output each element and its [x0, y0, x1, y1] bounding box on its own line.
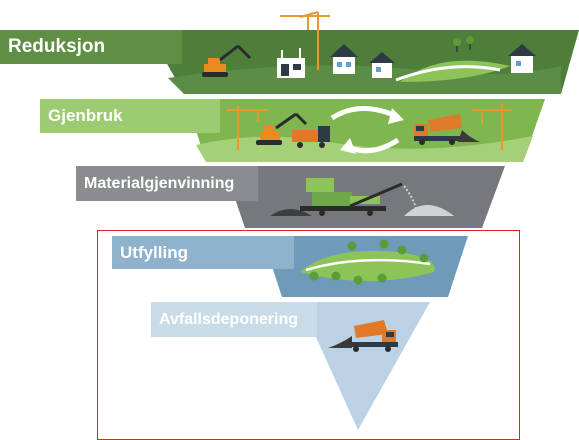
- road: [395, 65, 501, 82]
- excavator-icon: [256, 112, 308, 145]
- tower-crane-icon: [226, 106, 268, 150]
- crusher-machine-icon: [300, 178, 403, 216]
- tree-icon: [453, 36, 474, 52]
- house-frame-icon: [277, 48, 305, 78]
- recycle-arrows-icon: [330, 105, 404, 154]
- island-road: [305, 258, 431, 272]
- tier-label-utfylling: Utfylling: [112, 236, 294, 269]
- tier-label-reduksjon: Reduksjon: [0, 30, 182, 64]
- dump-truck-icon: [328, 320, 398, 352]
- tree-icon: [309, 239, 429, 285]
- excavator-icon: [202, 44, 252, 77]
- gravel-pile-left: [270, 209, 312, 216]
- gravel-stream: [403, 185, 417, 209]
- truck-icon: [292, 126, 330, 148]
- tower-crane-icon: [472, 104, 512, 150]
- tier-band-avfallsdeponering: [300, 302, 430, 430]
- house-icon: [508, 44, 536, 73]
- dump-truck-icon: [414, 114, 480, 145]
- tier-label-materialgjenvinning: Materialgjenvinning: [76, 166, 258, 201]
- waste-hierarchy-diagram: Reduksjon Gjenbruk Materialgjenvinning U…: [0, 11, 579, 440]
- house-icon: [330, 44, 358, 74]
- tier-label-avfallsdeponering: Avfallsdeponering: [151, 302, 317, 337]
- highlight-box: [97, 230, 520, 440]
- house-icon: [369, 52, 395, 78]
- pyramid-graphic: [148, 11, 579, 430]
- tier-label-gjenbruk: Gjenbruk: [40, 99, 220, 133]
- tier-ground-reduksjon: [168, 65, 561, 94]
- tower-crane-icon: [280, 11, 330, 70]
